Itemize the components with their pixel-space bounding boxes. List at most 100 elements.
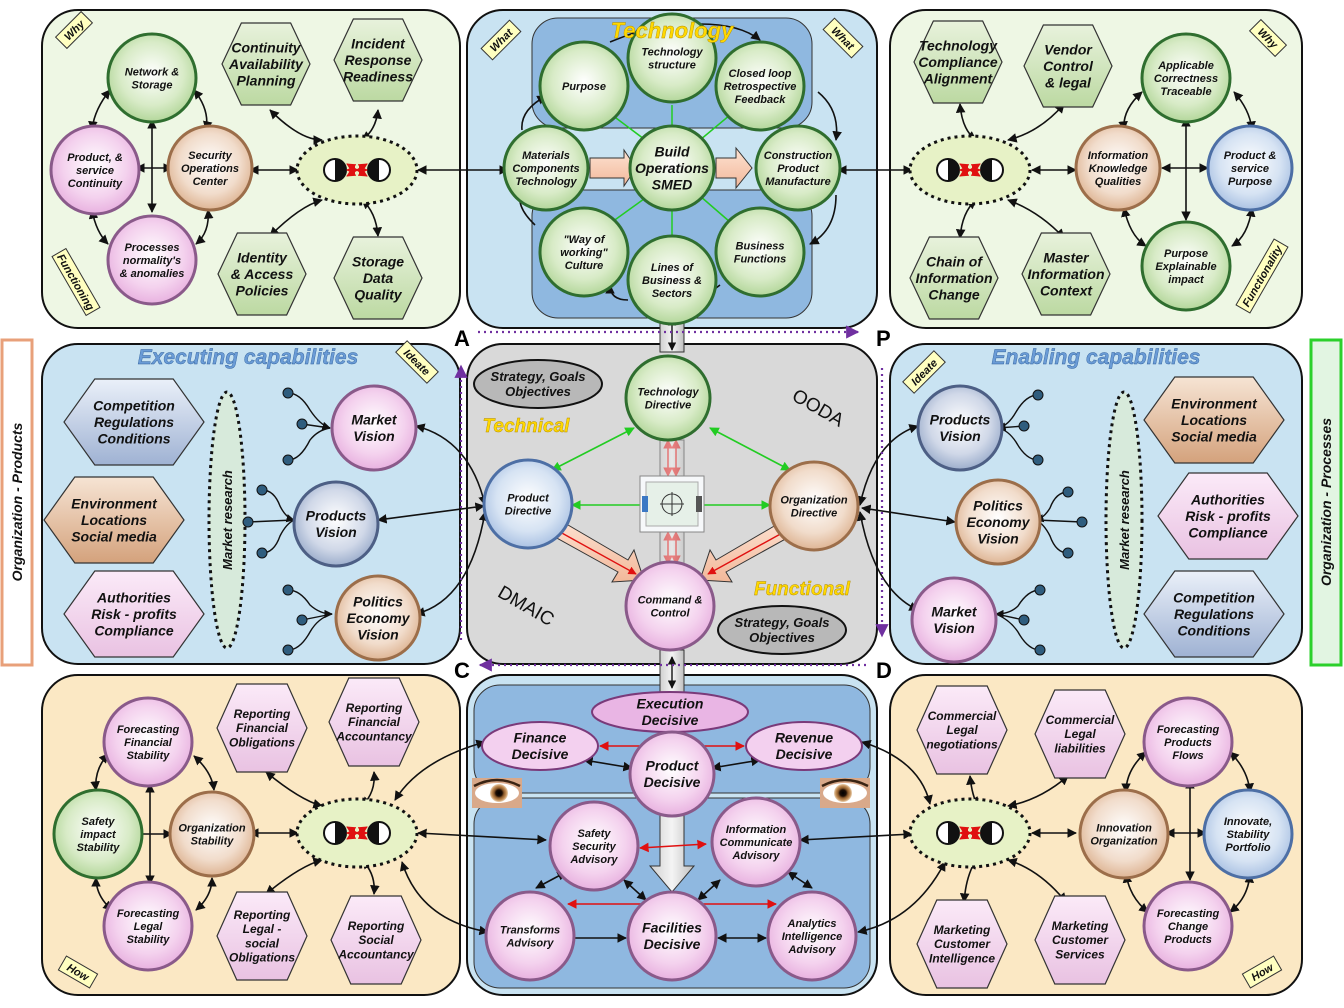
command-node-label: Command &Control (638, 594, 703, 619)
eye-icon-right (820, 778, 870, 808)
balance-icon (323, 821, 391, 845)
balance-icon (936, 821, 1004, 845)
market-research-left: Market research (220, 470, 235, 570)
side-label-left: Organization - Products (9, 422, 25, 581)
bottom-left-arrows (90, 753, 380, 911)
side-box-right (1309, 338, 1343, 667)
side-box-left (0, 338, 34, 667)
purpose-node: Purpose (538, 40, 630, 132)
enabling-title: Enabling capabilities (992, 346, 1201, 369)
build-arrow-right (715, 146, 753, 190)
market-research-ellipse-right (1104, 390, 1144, 650)
eye-icon-left (472, 778, 522, 808)
ideate-dot-markers (242, 387, 1088, 656)
cross-arrows (377, 165, 956, 936)
side-label-right: Organization - Processes (1318, 418, 1334, 586)
technology-title: Technology (611, 18, 735, 43)
corner-a: A (454, 326, 470, 351)
command-node: Command &Control (624, 560, 716, 652)
